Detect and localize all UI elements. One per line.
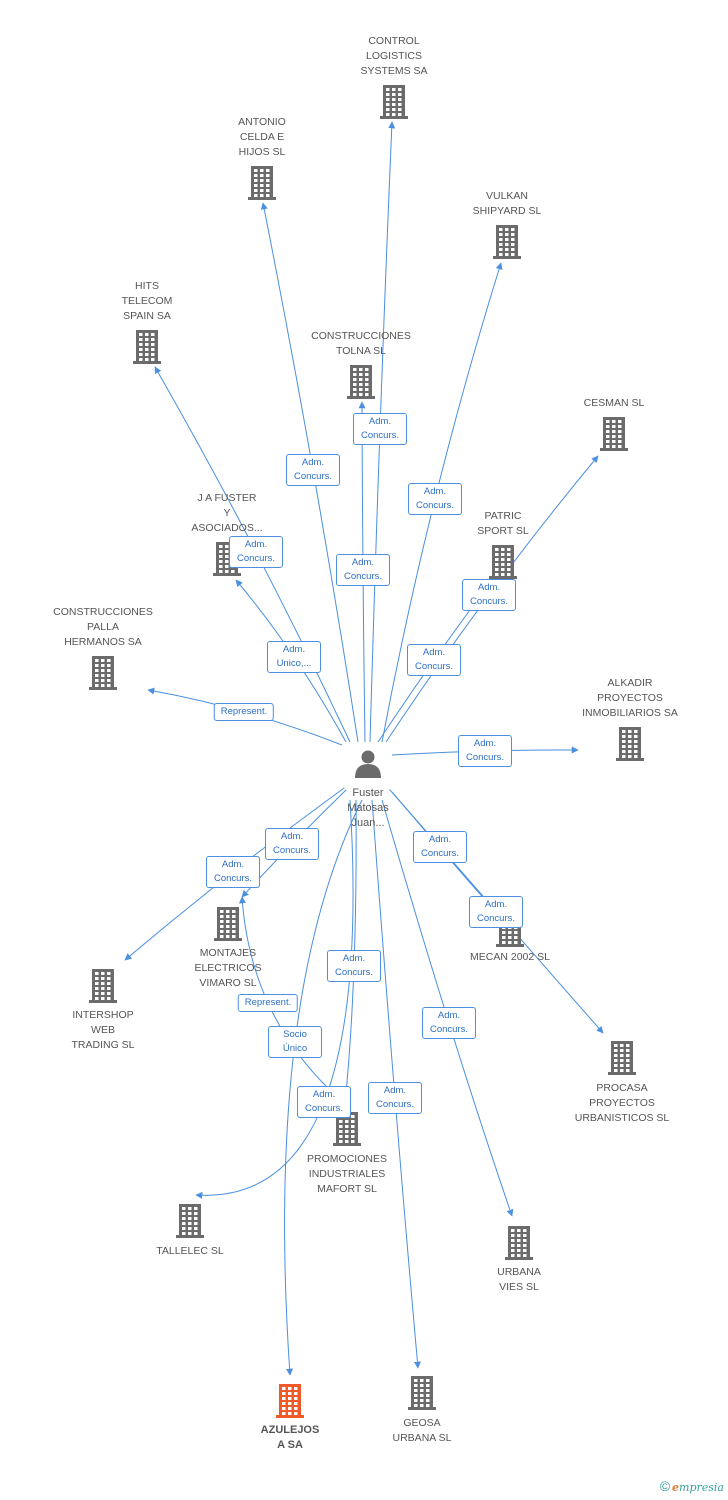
node-label-alkadir[interactable]: ALKADIR PROYECTOS INMOBILIARIOS SA (582, 677, 678, 719)
edge-label-intershop[interactable]: Adm. Concurs. (206, 856, 260, 888)
node-label-hits[interactable]: HITS TELECOM SPAIN SA (121, 280, 173, 322)
building-icon-cesman[interactable] (600, 417, 628, 451)
edge-label-hits[interactable]: Adm. Concurs. (229, 536, 283, 568)
building-icon-alkadir[interactable] (616, 727, 644, 761)
edge-label-mafort[interactable]: Adm. Concurs. (327, 950, 381, 982)
node-label-mafort[interactable]: PROMOCIONES INDUSTRIALES MAFORT SL (307, 1153, 387, 1195)
node-label-control[interactable]: CONTROL LOGISTICS SYSTEMS SA (360, 35, 428, 77)
brand-name[interactable]: empresia (672, 1481, 724, 1494)
node-label-antonio[interactable]: ANTONIO CELDA E HIJOS SL (238, 116, 286, 158)
footer-brand: ©empresia (660, 1478, 724, 1494)
edge-label-azulejos[interactable]: Socio Único (268, 1026, 322, 1058)
edge-label-tallelec[interactable]: Adm. Concurs. (297, 1086, 351, 1118)
edge-label-jafuster[interactable]: Adm. Unico,... (267, 641, 321, 673)
building-icon-procasa[interactable] (608, 1041, 636, 1075)
node-label-vulkan[interactable]: VULKAN SHIPYARD SL (472, 190, 542, 217)
building-icon-vulkan[interactable] (493, 225, 521, 259)
node-label-tallelec[interactable]: TALLELEC SL (156, 1245, 224, 1257)
node-label-azulejos[interactable]: AZULEJOS A SA (260, 1424, 320, 1451)
building-icon-tolna[interactable] (347, 365, 375, 399)
node-label-mecan[interactable]: MECAN 2002 SL (470, 951, 550, 963)
building-icon-tallelec[interactable] (176, 1204, 204, 1238)
node-label-geosa[interactable]: GEOSA URBANA SL (392, 1417, 452, 1444)
edge-label-alkadir[interactable]: Adm. Concurs. (458, 735, 512, 767)
building-icon-control[interactable] (380, 85, 408, 119)
building-icon-urbana[interactable] (505, 1226, 533, 1260)
node-label-patric[interactable]: PATRIC SPORT SL (477, 510, 529, 537)
building-icon-patric[interactable] (489, 545, 517, 579)
edge-label-urbana[interactable]: Adm. Concurs. (422, 1007, 476, 1039)
building-icon-azulejos[interactable] (276, 1384, 304, 1418)
edge-label-antonio[interactable]: Adm. Concurs. (286, 454, 340, 486)
node-label-intershop[interactable]: INTERSHOP WEB TRADING SL (71, 1009, 135, 1051)
edge-label-procasa[interactable]: Adm. Concurs. (413, 831, 467, 863)
edge-label-palla[interactable]: Represent. (213, 703, 275, 721)
edge-label-geosa[interactable]: Adm. Concurs. (368, 1082, 422, 1114)
building-icon-geosa[interactable] (408, 1376, 436, 1410)
building-icon-mafort[interactable] (333, 1112, 361, 1146)
building-icon-intershop[interactable] (89, 969, 117, 1003)
edge-label-tolna[interactable]: Adm. Concurs. (336, 554, 390, 586)
node-label-montajes[interactable]: MONTAJES ELECTRICOS VIMARO SL (194, 947, 262, 989)
person-icon[interactable] (355, 750, 381, 779)
building-icon-palla[interactable] (89, 656, 117, 690)
edge-label-vulkan[interactable]: Adm. Concurs. (408, 483, 462, 515)
edge-label-patric[interactable]: Adm. Concurs. (407, 644, 461, 676)
edge-label-control[interactable]: Adm. Concurs. (353, 413, 407, 445)
edge-label-montajes[interactable]: Adm. Concurs. (265, 828, 319, 860)
building-icon-antonio[interactable] (248, 166, 276, 200)
node-label-procasa[interactable]: PROCASA PROYECTOS URBANISTICOS SL (574, 1082, 670, 1124)
building-icon-montajes[interactable] (214, 907, 242, 941)
node-label-palla[interactable]: CONSTRUCCIONES PALLA HERMANOS SA (53, 606, 153, 648)
edge-label-montajes[interactable]: Represent. (237, 994, 299, 1012)
node-label-tolna[interactable]: CONSTRUCCIONES TOLNA SL (311, 330, 411, 357)
copyright-icon: © (659, 1478, 671, 1494)
node-label-urbana[interactable]: URBANA VIES SL (497, 1266, 541, 1293)
node-label-cesman[interactable]: CESMAN SL (583, 397, 645, 409)
center-person-label[interactable]: Fuster Matosas Juan... (347, 787, 389, 829)
building-icon-hits[interactable] (133, 330, 161, 364)
node-label-jafuster[interactable]: J A FUSTER Y ASOCIADOS... (191, 492, 263, 534)
edge-label-cesman[interactable]: Adm. Concurs. (462, 579, 516, 611)
edge-label-mecan[interactable]: Adm. Concurs. (469, 896, 523, 928)
